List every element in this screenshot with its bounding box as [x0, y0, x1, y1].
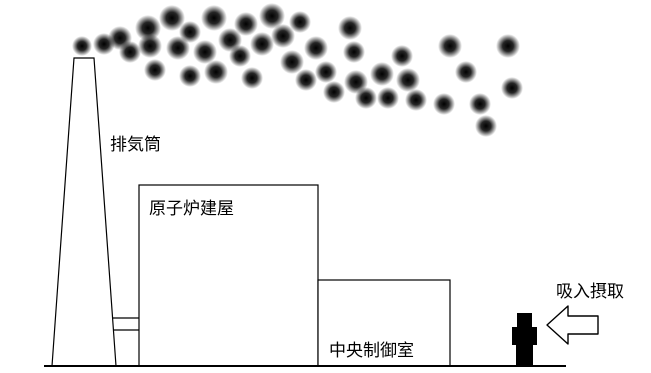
control-room-building [317, 279, 451, 367]
stack-connector [113, 317, 139, 331]
smoke-puff [166, 36, 190, 60]
inhalation-label: 吸入摂取 [556, 282, 624, 302]
smoke-puff [204, 60, 228, 84]
smoke-puff [179, 65, 201, 87]
left-arrow-icon [546, 305, 599, 345]
smoke-puff [355, 87, 377, 109]
smoke-puff [455, 61, 477, 83]
reactor-building-label: 原子炉建屋 [149, 199, 234, 219]
smoke-puff [501, 77, 523, 99]
smoke-puff [144, 59, 166, 81]
smoke-puff [289, 11, 311, 33]
smoke-puff [370, 62, 394, 86]
smoke-puff [304, 36, 328, 60]
smoke-puff [438, 34, 462, 58]
smoke-puff [250, 32, 274, 56]
smoke-puff [72, 36, 92, 56]
smoke-puff [241, 67, 263, 89]
person-silhouette-icon [512, 313, 537, 366]
smoke-puff [119, 41, 141, 63]
exhaust-stack [51, 57, 117, 367]
stack-label: 排気筒 [110, 135, 161, 155]
smoke-puff [338, 16, 362, 40]
smoke-puff [391, 45, 413, 67]
smoke-puff [295, 69, 317, 91]
smoke-puff [135, 15, 161, 41]
smoke-puff [475, 115, 497, 137]
smoke-puff [315, 61, 337, 83]
smoke-puff [234, 12, 258, 36]
smoke-puff [193, 40, 217, 64]
smoke-puff [271, 24, 295, 48]
smoke-puff [280, 50, 304, 74]
smoke-puff [259, 3, 285, 29]
control-room-label: 中央制御室 [329, 341, 414, 361]
smoke-cloud [72, 3, 523, 137]
smoke-puff [343, 41, 365, 63]
smoke-puff [396, 68, 420, 92]
smoke-puff [496, 34, 520, 58]
smoke-puff [179, 21, 201, 43]
smoke-puff [469, 93, 491, 115]
smoke-puff [323, 81, 345, 103]
smoke-puff [433, 93, 455, 115]
smoke-puff [159, 5, 185, 31]
smoke-puff [229, 45, 251, 67]
smoke-puff [138, 34, 162, 58]
smoke-puff [405, 89, 427, 111]
smoke-puff [201, 5, 227, 31]
smoke-puff [377, 87, 399, 109]
